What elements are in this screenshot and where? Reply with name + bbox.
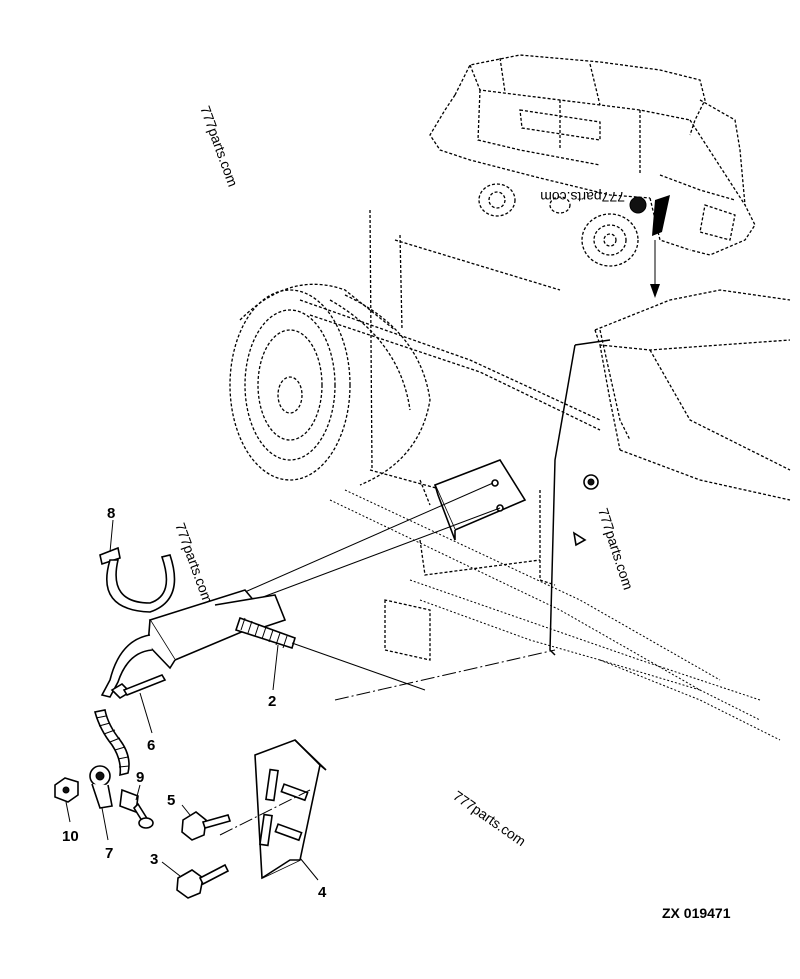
callouts: 8 2 6 9 10 7 5 3 4 bbox=[62, 505, 327, 901]
actuator-assembly bbox=[93, 459, 527, 777]
screw-part-4 bbox=[176, 863, 230, 899]
leader-lines bbox=[65, 519, 319, 881]
machine-overview-inset bbox=[429, 54, 756, 298]
watermark-text: 777parts.com bbox=[172, 521, 216, 606]
callout-4: 3 bbox=[150, 851, 158, 868]
callout-8: 8 bbox=[107, 505, 115, 522]
drawing-code: ZX 019471 bbox=[662, 905, 731, 921]
watermark-text: 777parts.com bbox=[595, 506, 636, 592]
bolt-part-5 bbox=[181, 811, 232, 841]
nut-part-10 bbox=[54, 777, 79, 803]
clamp-part-7 bbox=[89, 765, 113, 809]
watermark-text: 777parts.com bbox=[197, 104, 241, 189]
cable-tie bbox=[99, 546, 176, 613]
watermark-text: 777parts.com bbox=[450, 787, 529, 849]
callout-7: 7 bbox=[105, 845, 113, 862]
screw-part-9 bbox=[119, 788, 154, 829]
bracket-part-3 bbox=[219, 739, 327, 880]
watermark-text: 777parts.com bbox=[540, 189, 625, 205]
callout-6: 6 bbox=[147, 737, 155, 754]
engine-frame-background bbox=[229, 209, 791, 741]
callout-3: 4 bbox=[318, 884, 327, 901]
bolt-part-6 bbox=[110, 674, 167, 700]
mounting-plate bbox=[334, 339, 611, 701]
callout-10: 10 bbox=[62, 828, 79, 845]
callout-2: 2 bbox=[268, 693, 276, 710]
callout-5: 5 bbox=[167, 792, 175, 809]
threaded-rod bbox=[234, 616, 296, 650]
watermarks: 777parts.com 777parts.com 777parts.com 7… bbox=[172, 104, 636, 850]
callout-9: 9 bbox=[136, 769, 144, 786]
